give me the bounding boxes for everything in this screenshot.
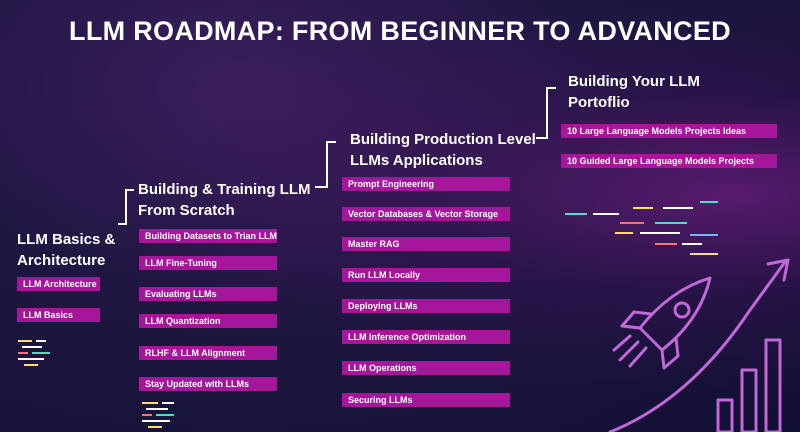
rocket-icon xyxy=(608,258,790,432)
stage-2-item-rlhf[interactable]: RLHF & LLM Alignment xyxy=(139,346,277,360)
stage-2-item-stay-updated[interactable]: Stay Updated with LLMs xyxy=(139,377,277,391)
stage-3-item-operations[interactable]: LLM Operations xyxy=(342,361,510,375)
stage-4-heading: Building Your LLM Portoflio xyxy=(568,71,700,113)
code-dash xyxy=(142,420,170,422)
code-dash xyxy=(700,201,718,203)
code-dash xyxy=(663,207,693,209)
stage-3-item-deploying[interactable]: Deploying LLMs xyxy=(342,299,510,313)
stage-1-heading-line-1: LLM Basics & xyxy=(17,231,116,248)
stage-3-heading-line-2: LLMs Applications xyxy=(350,152,483,169)
stage-2-connector xyxy=(125,189,134,225)
stage-4-connector xyxy=(546,87,556,139)
code-dash xyxy=(565,213,587,215)
stage-4-heading-line-1: Building Your LLM xyxy=(568,73,700,90)
stage-4-connector-tick xyxy=(536,137,548,139)
code-dash xyxy=(640,232,680,234)
stage-3-item-prompt-engineering[interactable]: Prompt Engineering xyxy=(342,177,510,191)
code-dash xyxy=(36,340,46,342)
code-dash xyxy=(655,222,687,224)
stage-3-item-securing[interactable]: Securing LLMs xyxy=(342,393,510,407)
code-dash xyxy=(633,207,653,209)
stage-1-heading: LLM Basics & Architecture xyxy=(17,229,115,271)
code-dash xyxy=(162,402,174,404)
stage-2-connector-tick xyxy=(118,223,127,225)
stage-3-heading: Building Production Level LLMs Applicati… xyxy=(350,129,536,171)
stage-2-item-fine-tuning[interactable]: LLM Fine-Tuning xyxy=(139,256,277,270)
stage-2-item-evaluating[interactable]: Evaluating LLMs xyxy=(139,287,277,301)
code-dash xyxy=(655,243,677,245)
stage-3-connector-tick xyxy=(315,186,328,188)
code-dash xyxy=(682,243,702,245)
stage-3-item-master-rag[interactable]: Master RAG xyxy=(342,237,510,251)
code-dash xyxy=(146,408,168,410)
code-dash xyxy=(18,358,44,360)
stage-2-heading: Building & Training LLM From Scratch xyxy=(138,179,310,221)
stage-1-item-llm-architecture[interactable]: LLM Architecture xyxy=(17,277,100,291)
stage-3-item-vector-databases[interactable]: Vector Databases & Vector Storage xyxy=(342,207,510,221)
code-dash xyxy=(593,213,619,215)
code-dash xyxy=(22,346,42,348)
code-dash xyxy=(24,364,38,366)
code-dash xyxy=(156,414,174,416)
stage-4-item-guided-projects[interactable]: 10 Guided Large Language Models Projects xyxy=(561,154,777,168)
stage-2-item-building-datasets[interactable]: Building Datasets to Trian LLMs xyxy=(139,229,277,243)
code-dash xyxy=(32,352,50,354)
stage-3-connector xyxy=(326,141,336,188)
stage-4-heading-line-2: Portoflio xyxy=(568,94,630,111)
code-dash xyxy=(142,402,158,404)
stage-2-heading-line-1: Building & Training LLM xyxy=(138,181,311,198)
code-dash xyxy=(615,232,633,234)
stage-3-heading-line-1: Building Production Level xyxy=(350,131,536,148)
stage-3-item-inference-optimization[interactable]: LLM Inference Optimization xyxy=(342,330,510,344)
stage-4-item-project-ideas[interactable]: 10 Large Language Models Projects Ideas xyxy=(561,124,777,138)
stage-1-item-llm-basics[interactable]: LLM Basics xyxy=(17,308,100,322)
code-dash xyxy=(620,222,644,224)
code-dash xyxy=(142,414,152,416)
code-dash xyxy=(18,352,28,354)
code-dash xyxy=(148,426,162,428)
page-title: LLM ROADMAP: FROM BEGINNER TO ADVANCED xyxy=(69,16,731,46)
stage-2-item-quantization[interactable]: LLM Quantization xyxy=(139,314,277,328)
stage-2-heading-line-2: From Scratch xyxy=(138,202,235,219)
stage-3-item-run-locally[interactable]: Run LLM Locally xyxy=(342,268,510,282)
code-dash xyxy=(18,340,32,342)
code-dash xyxy=(690,253,718,255)
code-dash xyxy=(690,234,718,236)
stage-1-heading-line-2: Architecture xyxy=(17,252,106,269)
growth-arrow-icon xyxy=(608,260,787,432)
